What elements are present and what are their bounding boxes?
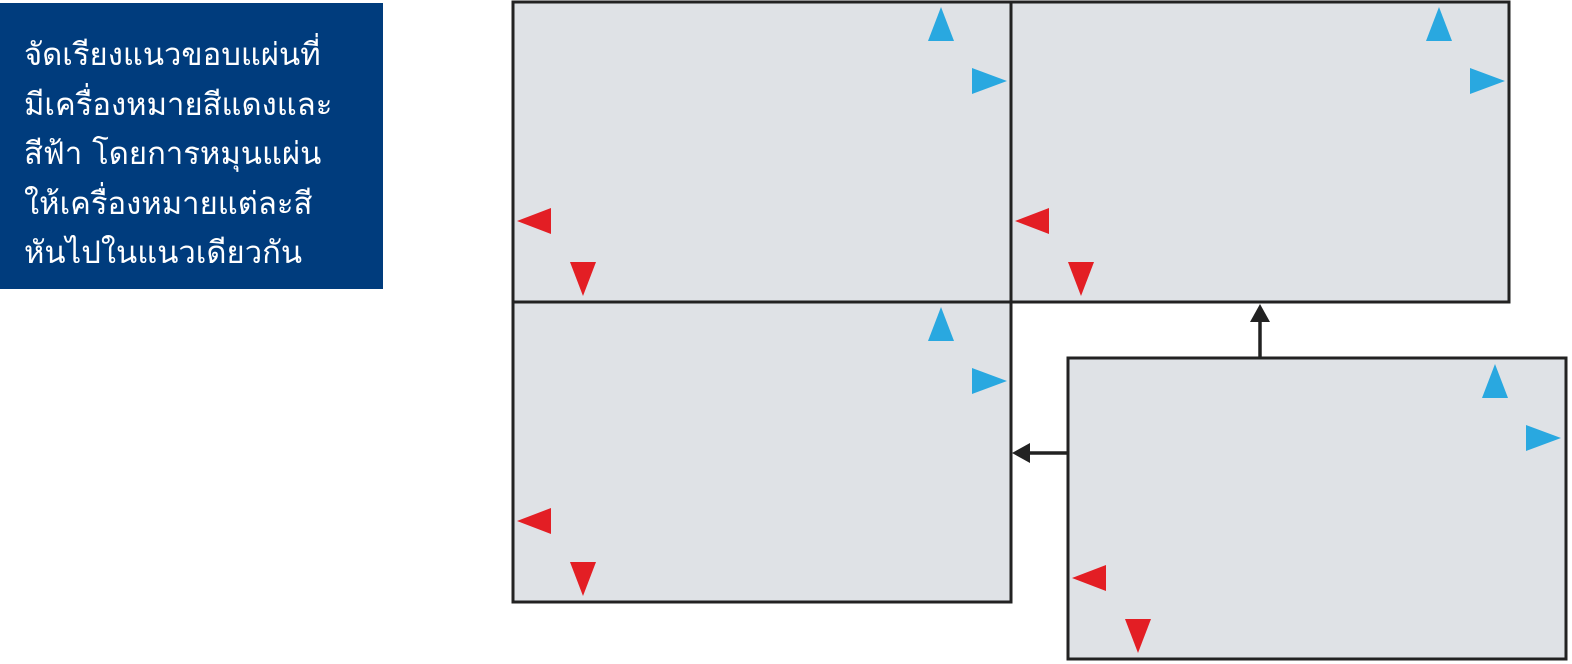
panel-top-left-frame [511,0,1013,304]
panel-moving [1066,356,1568,661]
red-left-marker-icon [517,508,551,534]
red-left-marker-icon [517,208,551,234]
blue-up-marker-icon [928,7,954,41]
red-left-marker-icon [1072,565,1106,591]
blue-up-marker-icon [1482,364,1508,398]
instruction-line-5: หันไปในแนวเดียวกัน [24,235,303,271]
instruction-line-3: สีฟ้า โดยการหมุนแผ่น [24,136,322,172]
panel-bottom-left [511,300,1013,604]
arrow-left-to-bottom-left-panel [1012,443,1067,463]
arrow-up-head-icon [1250,304,1270,322]
panel-top-right [1009,0,1511,304]
panel-top-right-frame [1009,0,1511,304]
panel-bottom-left-frame [511,300,1013,604]
blue-up-marker-icon [1426,7,1452,41]
instruction-box: จัดเรียงแนวขอบแผ่นที่ มีเครื่องหมายสีแดง… [0,3,383,289]
panel-top-left [511,0,1013,304]
red-down-marker-icon [570,262,596,296]
blue-right-marker-icon [972,68,1007,94]
instruction-line-1: จัดเรียงแนวขอบแผ่นที่ [24,37,321,73]
instruction-line-2: มีเครื่องหมายสีแดงและ [24,86,333,123]
blue-right-marker-icon [1526,425,1561,451]
red-down-marker-icon [1068,262,1094,296]
blue-up-marker-icon [928,307,954,341]
red-left-marker-icon [1015,208,1049,234]
panel-moving-frame [1066,356,1568,661]
arrow-left-head-icon [1012,443,1030,463]
red-down-marker-icon [1125,619,1151,653]
instruction-line-4: ให้เครื่องหมายแต่ละสี [24,185,313,222]
arrow-up-to-top-right-panel [1250,304,1270,357]
blue-right-marker-icon [1470,68,1505,94]
red-down-marker-icon [570,562,596,596]
blue-right-marker-icon [972,368,1007,394]
